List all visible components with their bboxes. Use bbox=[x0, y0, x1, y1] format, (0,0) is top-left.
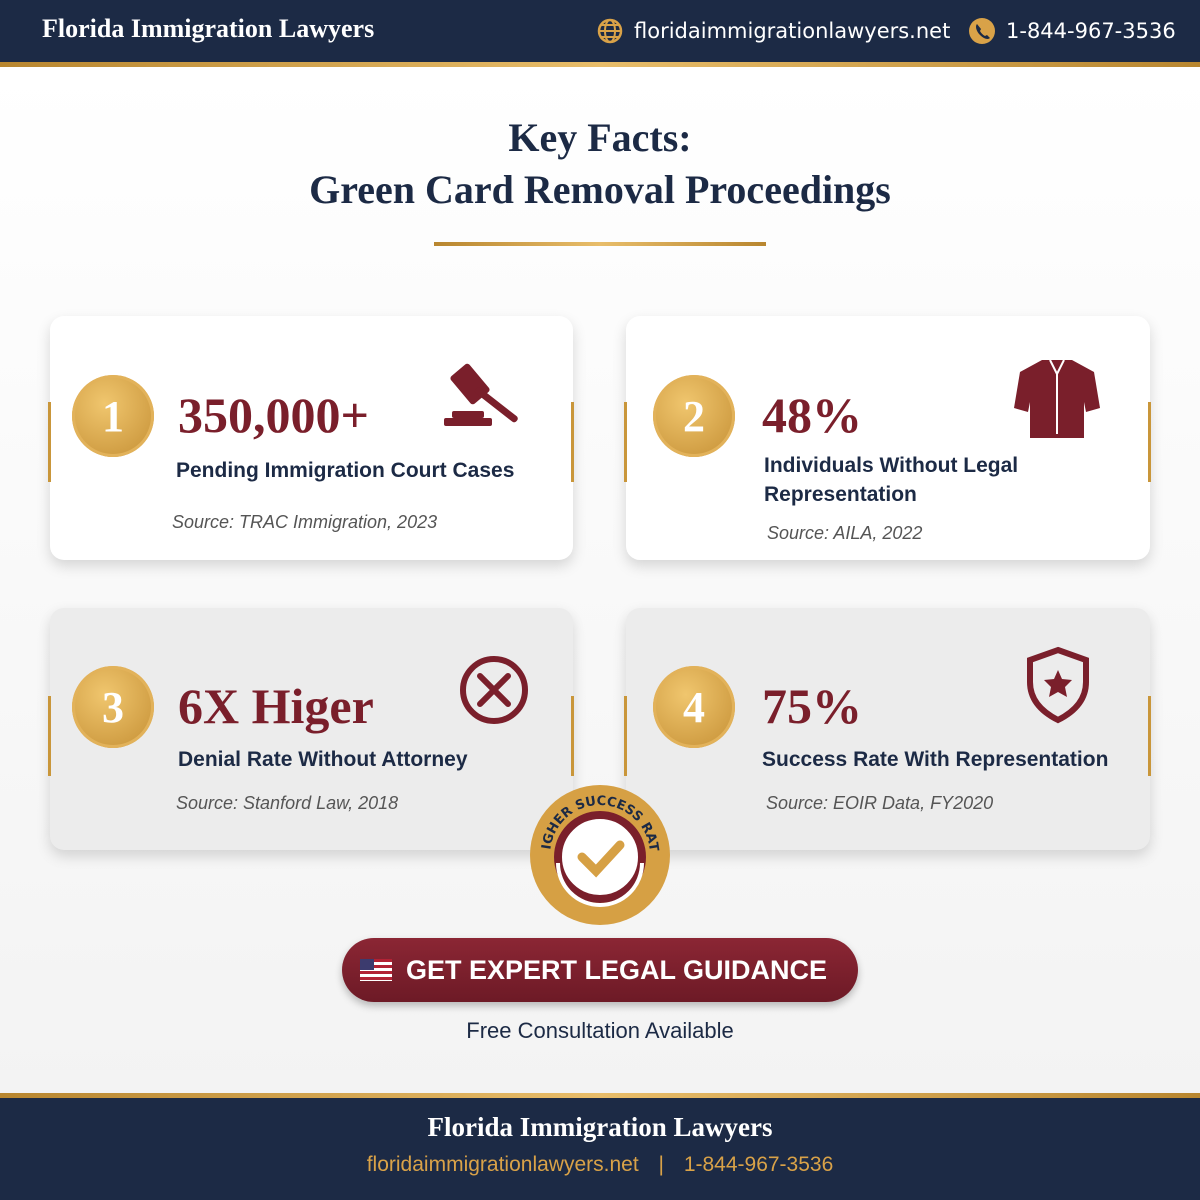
card-accent bbox=[48, 402, 51, 482]
shield-star-icon bbox=[1027, 646, 1089, 724]
stat-label: Individuals Without Legal Representation bbox=[764, 454, 1019, 506]
number-badge: 1 bbox=[72, 375, 154, 457]
card-accent bbox=[624, 696, 627, 776]
footer-brand: Florida Immigration Lawyers bbox=[427, 1112, 773, 1142]
footer-website-link[interactable]: floridaimmigrationlawyers.net bbox=[366, 1153, 639, 1176]
cta-label: GET EXPERT LEGAL GUIDANCE bbox=[406, 954, 828, 985]
suit-jacket-icon bbox=[1014, 359, 1100, 438]
footer-links: floridaimmigrationlawyers.net | 1-844-96… bbox=[0, 1153, 1200, 1177]
brand-name: Florida Immigration Lawyers bbox=[42, 14, 375, 43]
number-badge: 4 bbox=[653, 666, 735, 748]
footer-phone-link[interactable]: 1-844-967-3536 bbox=[683, 1153, 834, 1176]
footer-bar bbox=[0, 1098, 1200, 1200]
stat-value: 48% bbox=[762, 387, 862, 443]
phone-link[interactable]: 1-844-967-3536 bbox=[968, 17, 1176, 45]
card-accent bbox=[571, 402, 574, 482]
us-flag-icon bbox=[360, 959, 392, 981]
stat-source: Source: EOIR Data, FY2020 bbox=[766, 793, 994, 813]
number-badge: 2 bbox=[653, 375, 735, 457]
cta-subtext: Free Consultation Available bbox=[466, 1018, 734, 1043]
stat-value: 75% bbox=[762, 678, 862, 734]
stat-source: Source: TRAC Immigration, 2023 bbox=[172, 512, 438, 532]
stat-source: Source: Stanford Law, 2018 bbox=[176, 793, 399, 813]
get-legal-guidance-button[interactable]: GET EXPERT LEGAL GUIDANCE bbox=[342, 938, 858, 1002]
card-accent bbox=[48, 696, 51, 776]
footer-separator: | bbox=[658, 1153, 664, 1176]
stat-label: Denial Rate Without Attorney bbox=[178, 748, 468, 771]
title-divider bbox=[434, 242, 766, 246]
title-line-2: Green Card Removal Proceedings bbox=[309, 167, 891, 212]
stat-value: 350,000+ bbox=[178, 387, 369, 443]
title-line-1: Key Facts: bbox=[508, 115, 692, 160]
x-circle-icon bbox=[460, 656, 528, 724]
globe-icon bbox=[597, 18, 623, 44]
higher-success-rate-seal: HIGHER SUCCESS RATE bbox=[528, 783, 670, 925]
number-badge: 3 bbox=[72, 666, 154, 748]
stat-label: Pending Immigration Court Cases bbox=[176, 459, 515, 482]
website-text: floridaimmigrationlawyers.net bbox=[634, 19, 951, 43]
stat-source: Source: AILA, 2022 bbox=[767, 523, 923, 543]
gavel-icon bbox=[444, 363, 518, 426]
phone-text: 1-844-967-3536 bbox=[1006, 19, 1176, 43]
header-divider bbox=[0, 62, 1200, 67]
card-accent bbox=[624, 402, 627, 482]
website-link[interactable]: floridaimmigrationlawyers.net bbox=[596, 17, 950, 45]
stat-label: Success Rate With Representation bbox=[762, 748, 1109, 771]
card-accent bbox=[1148, 402, 1151, 482]
card-accent bbox=[571, 696, 574, 776]
card-accent bbox=[1148, 696, 1151, 776]
stat-value: 6X Higer bbox=[178, 678, 374, 734]
phone-icon bbox=[969, 18, 995, 44]
footer-divider bbox=[0, 1093, 1200, 1098]
